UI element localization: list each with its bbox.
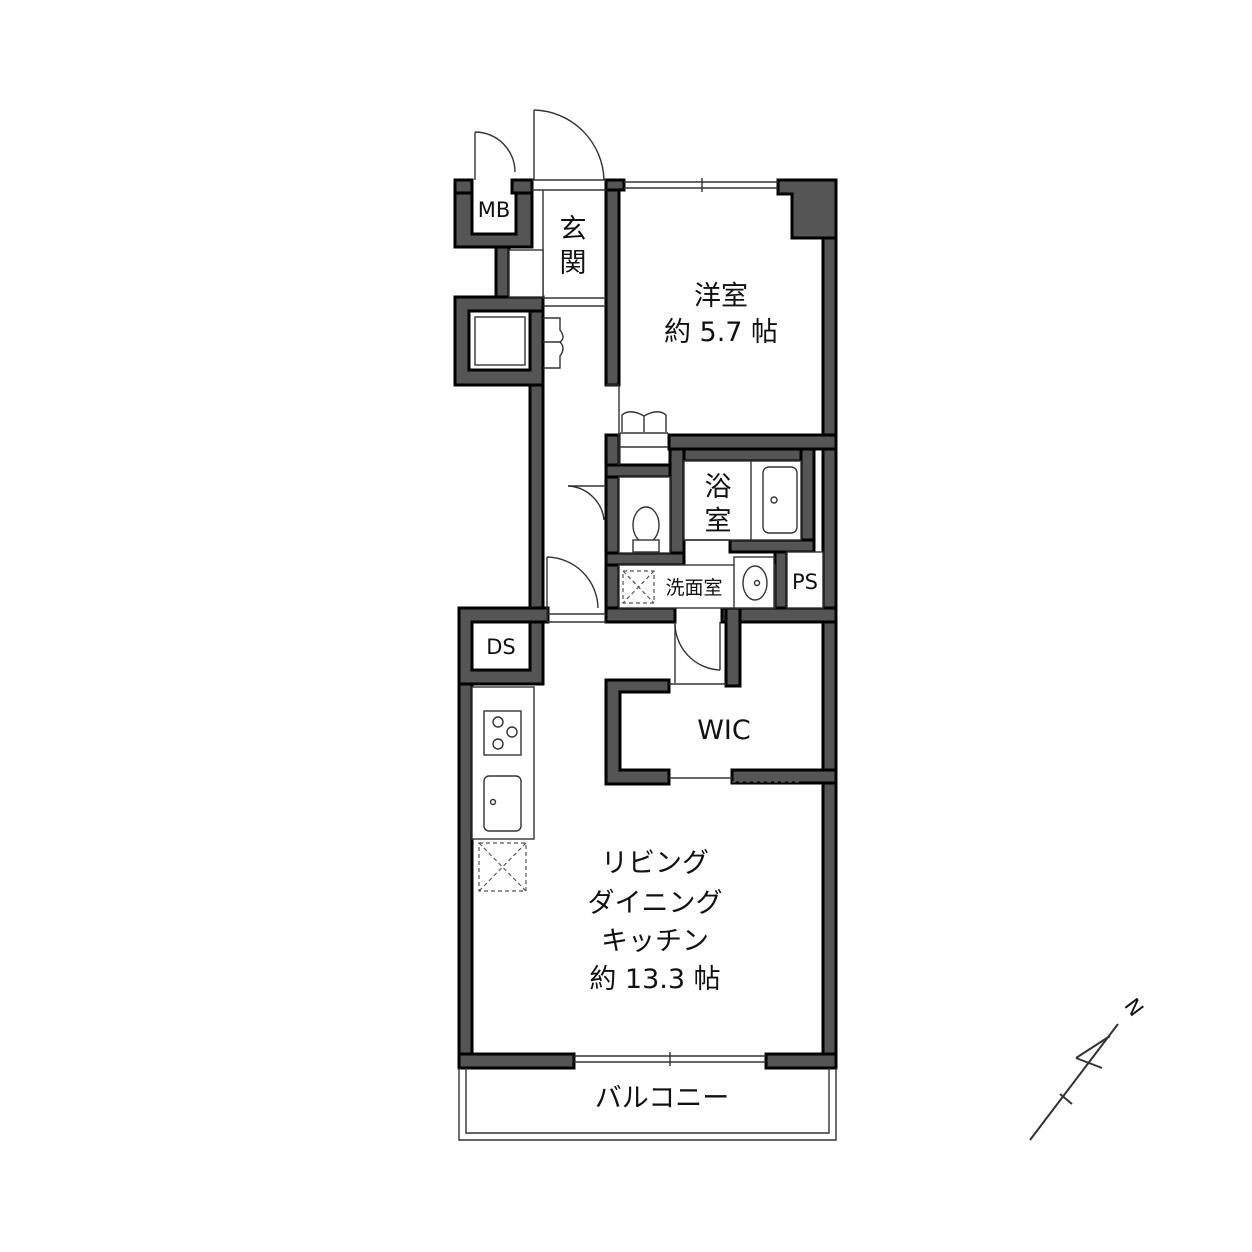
stove (483, 710, 522, 756)
bathroom (683, 460, 802, 541)
toilet-bowl (632, 506, 660, 544)
wall-right (821, 178, 838, 1070)
shoe-cabinet (508, 249, 544, 298)
label-ldk-3: キッチン (601, 926, 709, 957)
label-western-size: 約 5.7 帖 (664, 317, 778, 348)
wic-room (669, 683, 800, 783)
toilet-door-arc (567, 485, 605, 521)
wall-western-bottom (667, 433, 838, 451)
wall-bottom-right (764, 1052, 838, 1070)
wall-washroom-bottom-right (720, 606, 838, 624)
washer-space (622, 570, 655, 604)
label-genkan-2: 関 (560, 248, 587, 279)
toilet-tank (632, 539, 660, 553)
labels: MB 玄 関 洋室 約 5.7 帖 浴 室 洗面室 PS DS WIC リビング… (478, 198, 818, 1114)
wall-corner-top-right (776, 178, 838, 240)
wall-wic-left (604, 678, 671, 786)
laundry (474, 316, 564, 369)
wall-toilet-bottom (604, 551, 686, 567)
label-bath-1: 浴 (705, 472, 732, 503)
ldk-door (546, 556, 606, 623)
label-bath-2: 室 (705, 506, 732, 537)
wall-top-western (604, 178, 626, 192)
label-mb: MB (478, 198, 511, 222)
wall-bath-bottom (728, 538, 816, 554)
mb-door-arc (474, 131, 516, 173)
label-ds: DS (486, 635, 516, 659)
windows (574, 178, 778, 1066)
walls (453, 178, 838, 1070)
label-balcony: バルコニー (595, 1083, 729, 1114)
label-ps: PS (792, 570, 818, 594)
wall-bath-top (682, 447, 816, 463)
wall-ds-box (457, 606, 550, 686)
wall-bath-right (799, 447, 816, 544)
wall-washroom-bottom (604, 606, 677, 624)
wall-toilet-left (604, 433, 621, 617)
kitchen (471, 686, 535, 892)
western-closet (606, 384, 668, 465)
washing-machine-pan (474, 316, 526, 366)
wall-mb-top-left (453, 178, 474, 195)
label-genkan-1: 玄 (560, 214, 587, 245)
wall-wic-bottom (730, 768, 838, 785)
label-washroom: 洗面室 (665, 577, 722, 599)
label-western-name: 洋室 (694, 281, 748, 312)
wall-bottom-left (457, 1052, 576, 1070)
toilet-room (567, 476, 671, 554)
wall-western-left (604, 178, 621, 387)
label-ldk-2: ダイニング (588, 888, 723, 919)
label-wic: WIC (697, 715, 751, 746)
washroom (618, 556, 776, 683)
fridge-space (478, 842, 527, 892)
label-ldk-size: 約 13.3 帖 (589, 964, 720, 995)
label-ldk-1: リビング (601, 848, 709, 879)
kitchen-sink (483, 775, 522, 832)
north-label: N (1119, 994, 1148, 1021)
entrance (474, 109, 606, 307)
entrance-door-arc (533, 109, 605, 181)
wall-mb-top-right (510, 178, 534, 195)
wall-ldk-left (457, 682, 474, 1070)
wall-toilet-right (668, 447, 686, 558)
wall-corridor-left (528, 365, 545, 622)
wall-stub (494, 245, 511, 301)
ps-box (786, 551, 824, 609)
balcony (458, 1068, 837, 1141)
north-arrow: N (1029, 994, 1148, 1141)
washroom-door-arc (674, 621, 721, 671)
wall-wic-left-top (724, 606, 742, 688)
bathtub (762, 466, 798, 534)
